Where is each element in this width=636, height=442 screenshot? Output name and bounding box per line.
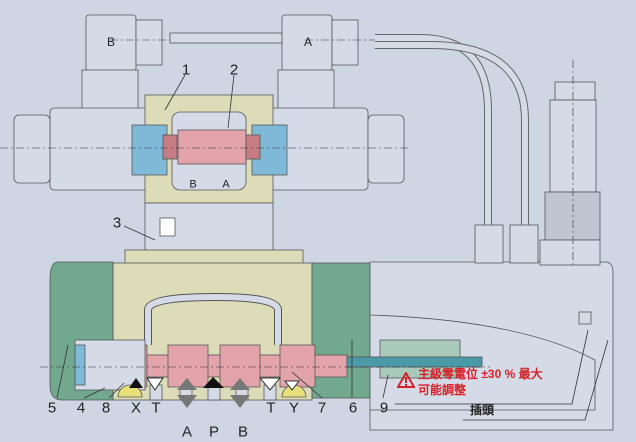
- callout-2: 2: [229, 61, 239, 79]
- warning-icon: [397, 372, 415, 388]
- port-t-triangle: [146, 377, 164, 391]
- callout-7: 7: [317, 399, 327, 417]
- end-cap-right: [311, 262, 371, 399]
- solenoid-label-a: A: [303, 35, 313, 49]
- callout-1: 1: [181, 61, 191, 79]
- callout-9: 9: [379, 399, 389, 417]
- plug-connector: [554, 81, 596, 101]
- lvdt-housing: [369, 261, 614, 431]
- port-label-t1: T: [151, 399, 161, 417]
- warning-line-2: 可能調整: [418, 383, 467, 397]
- callout-8: 8: [101, 399, 111, 417]
- port-label-y: Y: [288, 399, 300, 417]
- port-label-a: A: [181, 423, 193, 441]
- plug-label: 插頭: [470, 403, 495, 417]
- port-label-p: P: [208, 423, 220, 441]
- callout-3: 3: [112, 214, 122, 232]
- port-symbols: [129, 377, 301, 408]
- pilot-spool: [177, 129, 247, 165]
- port-label-t2: T: [266, 399, 276, 417]
- port-label-b: B: [237, 423, 249, 441]
- callout-6: 6: [348, 399, 358, 417]
- callout-4: 4: [76, 399, 86, 417]
- warning-line-1: 主級零電位 ±30 % 最大: [418, 367, 543, 381]
- pilot-port-b: B: [189, 178, 197, 191]
- solenoid-label-b: B: [106, 35, 116, 49]
- port-x-triangle: [129, 378, 143, 388]
- port-p-triangle: [203, 377, 224, 388]
- port-label-x: X: [130, 399, 142, 417]
- warning-note: 主級零電位 ±30 % 最大 可能調整: [397, 366, 543, 398]
- pilot-port-a: A: [222, 178, 230, 191]
- callout-5: 5: [47, 399, 57, 417]
